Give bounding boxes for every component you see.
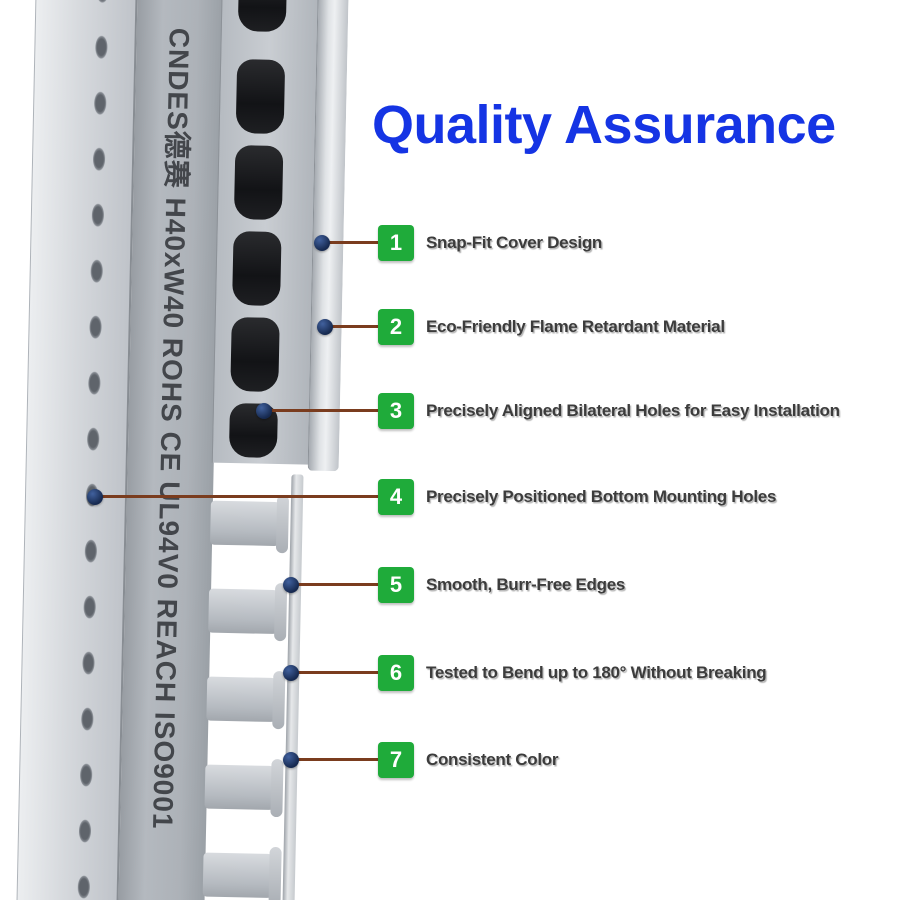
pointer-dot-icon bbox=[283, 577, 299, 593]
callout-row-1: 1 Snap-Fit Cover Design bbox=[0, 225, 900, 261]
callout-row-5: 5 Smooth, Burr-Free Edges bbox=[0, 567, 900, 603]
callout-row-4: 4 Precisely Positioned Bottom Mounting H… bbox=[0, 479, 900, 515]
callout-line bbox=[95, 495, 378, 498]
callout-line bbox=[325, 325, 378, 328]
callout-row-3: 3 Precisely Aligned Bilateral Holes for … bbox=[0, 393, 900, 429]
callout-label: Tested to Bend up to 180° Without Breaki… bbox=[426, 663, 767, 682]
callout-label: Precisely Aligned Bilateral Holes for Ea… bbox=[426, 401, 840, 420]
callout-row-2: 2 Eco-Friendly Flame Retardant Material bbox=[0, 309, 900, 345]
callout-number-badge: 6 bbox=[378, 655, 414, 691]
pointer-dot-icon bbox=[87, 489, 103, 505]
wire-slot bbox=[237, 0, 288, 33]
callout-line bbox=[291, 583, 378, 586]
callout-line bbox=[264, 409, 378, 412]
callout-row-7: 7 Consistent Color bbox=[0, 742, 900, 778]
callout-number-badge: 4 bbox=[378, 479, 414, 515]
pointer-dot-icon bbox=[314, 235, 330, 251]
callout-label: Eco-Friendly Flame Retardant Material bbox=[426, 317, 725, 336]
callout-label: Precisely Positioned Bottom Mounting Hol… bbox=[426, 487, 777, 506]
pointer-dot-icon bbox=[317, 319, 333, 335]
callout-number-badge: 3 bbox=[378, 393, 414, 429]
callout-line bbox=[291, 758, 378, 761]
callout-number-badge: 2 bbox=[378, 309, 414, 345]
callout-number-badge: 5 bbox=[378, 567, 414, 603]
wire-slot bbox=[233, 145, 284, 221]
callout-number-badge: 1 bbox=[378, 225, 414, 261]
callout-line bbox=[291, 671, 378, 674]
callout-number-badge: 7 bbox=[378, 742, 414, 778]
pointer-dot-icon bbox=[283, 665, 299, 681]
pointer-dot-icon bbox=[256, 403, 272, 419]
duct-finger bbox=[202, 852, 278, 899]
wire-slot bbox=[235, 59, 286, 135]
callout-line bbox=[322, 241, 378, 244]
callout-label: Smooth, Burr-Free Edges bbox=[426, 575, 626, 594]
callout-row-6: 6 Tested to Bend up to 180° Without Brea… bbox=[0, 655, 900, 691]
callout-label: Consistent Color bbox=[426, 750, 559, 769]
pointer-dot-icon bbox=[283, 752, 299, 768]
callout-label: Snap-Fit Cover Design bbox=[426, 233, 603, 252]
page-title: Quality Assurance bbox=[372, 95, 836, 155]
